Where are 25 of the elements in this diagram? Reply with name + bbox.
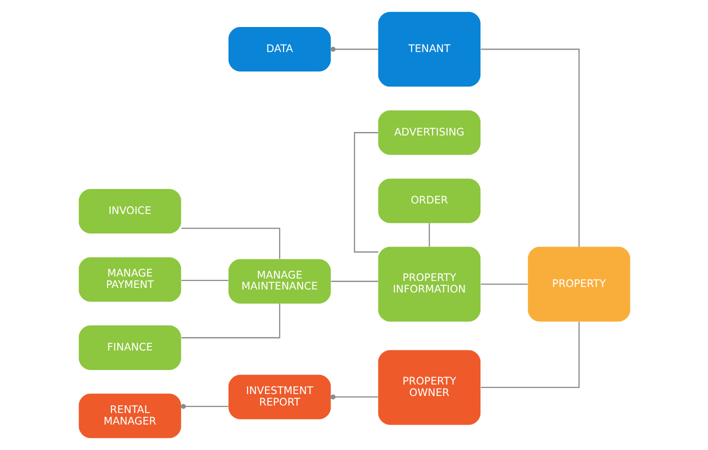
connector <box>480 48 580 247</box>
node-box: DATA <box>228 26 330 72</box>
connector <box>180 280 228 281</box>
node-box: ADVERTISING <box>378 110 480 155</box>
node-box: MANAGE PAYMENT <box>78 257 181 302</box>
connector <box>330 394 378 400</box>
node-box: FINANCE <box>78 325 181 370</box>
connector <box>353 132 378 253</box>
node-box: MANAGE MAINTENANCE <box>228 259 330 304</box>
connector <box>480 322 580 388</box>
connector <box>428 223 430 247</box>
connector <box>180 304 280 338</box>
connector <box>480 284 528 285</box>
node-box: ORDER <box>378 178 480 224</box>
node-box: PROPERTY OWNER <box>378 350 480 425</box>
node-box: INVESTMENT REPORT <box>228 374 330 420</box>
connector <box>330 46 378 52</box>
node-box: INVOICE <box>78 189 181 234</box>
node-box: PROPERTY <box>527 246 630 322</box>
node-box: TENANT <box>378 12 480 87</box>
connector <box>180 404 228 409</box>
node-box: RENTAL MANAGER <box>78 394 181 438</box>
connector <box>330 280 378 282</box>
connector <box>180 228 280 259</box>
node-box: PROPERTY INFORMATION <box>378 246 480 322</box>
